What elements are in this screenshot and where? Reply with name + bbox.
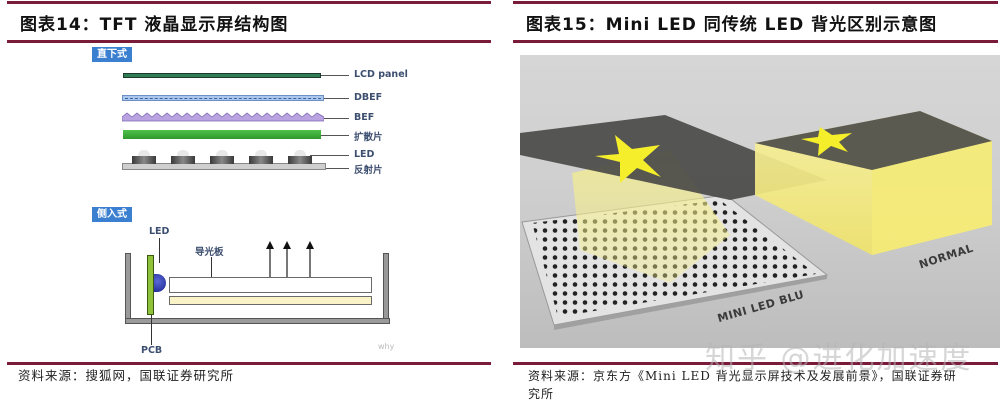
side-led: [154, 274, 166, 292]
pcb-leader: [151, 315, 152, 345]
figure-14-title: 图表14：TFT 液晶显示屏结构图: [20, 15, 289, 35]
figure-14-source: 资料来源：搜狐网，国联证券研究所: [18, 368, 235, 383]
light-guide-leader: [211, 257, 212, 277]
figure-14-panel: 图表14：TFT 液晶显示屏结构图 直下式 LCD panel DBEF BEF…: [0, 0, 500, 406]
light-guide-label: 导光板: [195, 247, 224, 258]
lcd-panel-layer: [123, 73, 321, 78]
backlight-illustration: [520, 111, 992, 330]
light-arrows-icon: [266, 241, 314, 277]
bef-prism-layer: [122, 112, 324, 122]
led-icon: [171, 150, 195, 164]
image-watermark: why: [378, 342, 395, 351]
led-icon: [132, 150, 156, 164]
source-rule: [513, 362, 998, 365]
led-row: [132, 150, 322, 166]
light-guide-plate: [169, 277, 372, 293]
figure-15-source-line-1: 资料来源：京东方《Mini LED 背光显示屏技术及发展前景》，国联证券研: [528, 369, 957, 383]
leader-line: [321, 75, 349, 76]
figure-15-title: 图表15：Mini LED 同传统 LED 背光区别示意图: [526, 15, 938, 35]
title-rule: [513, 40, 998, 43]
pcb-board: [147, 255, 154, 315]
led-icon: [249, 150, 273, 164]
led-icon: [288, 150, 312, 164]
edge-lit-tag: 侧入式: [92, 207, 132, 222]
led-icon: [210, 150, 234, 164]
frame-left-wall: [125, 253, 131, 319]
leader-line: [324, 118, 349, 119]
edge-led-label: LED: [149, 226, 170, 237]
diffuser-label: 扩散片: [354, 132, 383, 143]
edge-reflector: [169, 296, 372, 305]
diffuser-layer: [123, 130, 321, 139]
top-rule: [7, 1, 491, 4]
lcd-panel-label: LCD panel: [354, 69, 408, 80]
pcb-label: PCB: [141, 345, 163, 356]
direct-lit-tag: 直下式: [92, 47, 132, 62]
top-rule: [513, 1, 998, 4]
figure-15-source-line-2: 究所: [528, 387, 555, 401]
source-rule: [7, 362, 491, 365]
led-leader: [159, 238, 160, 263]
frame-right-wall: [383, 253, 389, 319]
leader-line: [324, 98, 349, 99]
reflector-label: 反射片: [354, 165, 383, 176]
dbef-layer: [122, 95, 324, 101]
dbef-label: DBEF: [354, 92, 383, 103]
led-label: LED: [354, 149, 375, 160]
title-rule: [7, 40, 491, 43]
bef-label: BEF: [354, 112, 375, 123]
leader-line: [310, 155, 349, 156]
leader-line: [321, 135, 349, 136]
frame-bottom: [125, 318, 390, 324]
leader-line: [326, 168, 349, 169]
figure-15-panel: 图表15：Mini LED 同传统 LED 背光区别示意图: [510, 0, 1008, 406]
mini-led-vs-normal-photo: MINI LED BLU NORMAL: [520, 55, 1000, 348]
